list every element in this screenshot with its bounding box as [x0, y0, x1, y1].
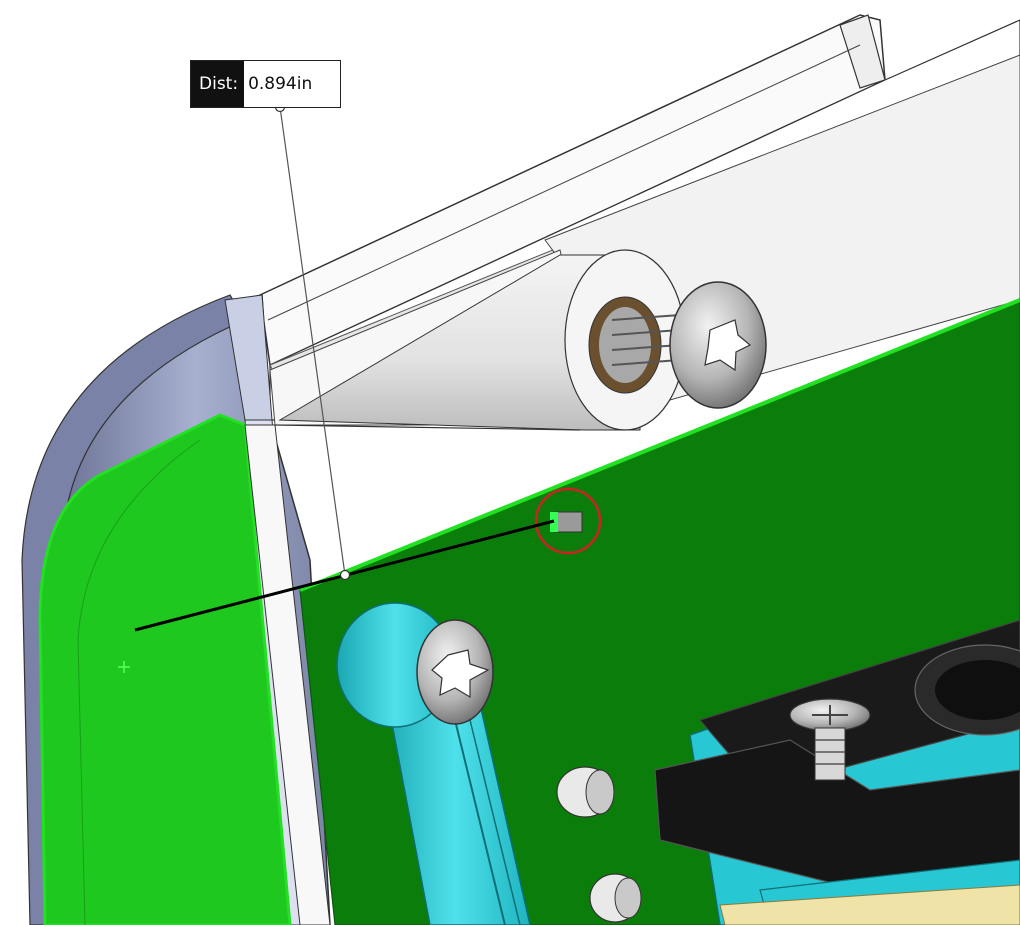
origin-cross-icon	[118, 661, 130, 673]
green-side-face[interactable]	[38, 413, 292, 925]
pcb-standoff[interactable]	[556, 766, 615, 818]
distance-callout[interactable]: Dist: 0.894in	[190, 60, 342, 108]
callout-leader	[279, 106, 346, 576]
led-component[interactable]	[550, 511, 583, 533]
screw-thread	[611, 314, 681, 366]
leader-anchor-bottom	[339, 569, 351, 581]
cyan-bracket[interactable]	[336, 602, 531, 925]
screw-head-icon[interactable]	[669, 281, 767, 409]
screw-head-icon[interactable]	[416, 619, 494, 725]
pcb-standoff[interactable]	[589, 873, 642, 923]
clamp-component[interactable]	[654, 619, 1020, 925]
standoff-top[interactable]	[278, 249, 767, 431]
lid-edge-bar[interactable]	[259, 14, 886, 367]
red-highlight-circle	[534, 487, 602, 555]
distance-value: 0.894in	[248, 74, 313, 94]
inner-wall	[244, 424, 331, 925]
distance-label: Dist:	[191, 61, 245, 107]
screw-head-icon[interactable]	[789, 698, 871, 781]
